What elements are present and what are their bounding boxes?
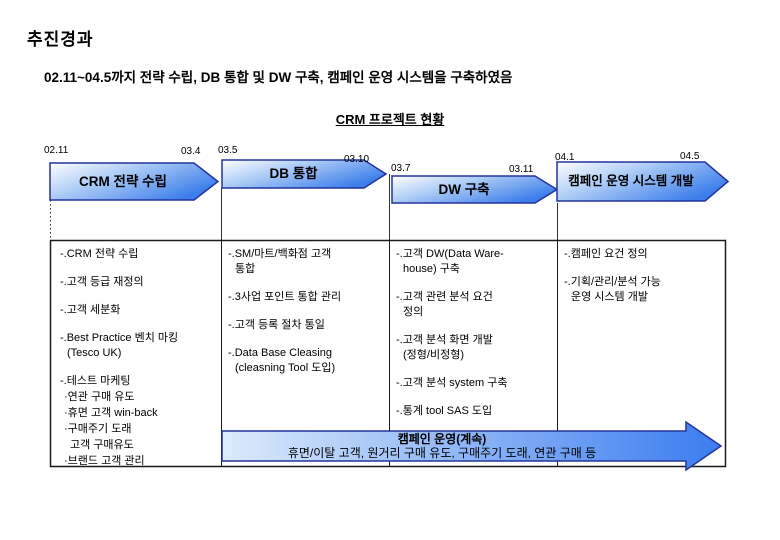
list-item: 정의 — [403, 306, 424, 318]
list-item: -.고객 분석 system 구축 — [396, 377, 508, 389]
list-item: -.고객 세분화 — [60, 304, 121, 316]
table-frame — [49, 239, 727, 468]
phase-label-db-integration: DB 통합 — [269, 166, 318, 182]
date-phase1-end: 03.4 — [181, 146, 201, 157]
list-item: -.CRM 전략 수립 — [60, 248, 139, 260]
list-item: -.캠페인 요건 정의 — [564, 248, 648, 260]
phase-label-crm-strategy: CRM 전략 수립 — [79, 173, 167, 189]
page-subtitle: 02.11~04.5까지 전략 수립, DB 통합 및 DW 구축, 캠페인 운… — [44, 70, 513, 85]
table-column-db: -.SM/마트/백화점 고객 통합 -.3사업 포인트 통합 관리 -.고객 등… — [223, 240, 387, 376]
list-item: -.고객 분석 화면 개발 — [396, 334, 493, 346]
list-item: -.고객 등록 절차 통일 — [228, 319, 325, 331]
list-item: -.고객 DW(Data Ware- — [396, 248, 504, 260]
phase-label-campaign-system: 캠페인 운영 시스템 개발 — [568, 174, 694, 189]
list-item: ·휴면 고객 win-back — [64, 407, 158, 419]
list-item: -.통계 tool SAS 도입 — [396, 405, 493, 417]
date-phase3-start: 03.7 — [391, 163, 411, 174]
list-item: -.테스트 마케팅 — [60, 375, 131, 387]
list-item: 운영 시스템 개발 — [571, 291, 648, 303]
list-item: -.고객 등급 재정의 — [60, 276, 144, 288]
phase-arrow-campaign-system — [556, 161, 730, 202]
list-item: -.기획/관리/분석 가능 — [564, 276, 661, 288]
campaign-ongoing-title: 캠페인 운영(계속) — [397, 432, 487, 446]
list-item: (cleasning Tool 도입) — [235, 362, 336, 374]
list-item: (정형/비정형) — [403, 349, 464, 361]
campaign-ongoing-arrow — [221, 420, 723, 472]
list-item: -.고객 관련 분석 요건 — [396, 291, 493, 303]
page-title: 추진경과 — [27, 30, 94, 49]
phase-arrow-dw-build — [391, 175, 559, 204]
list-item: ·구매주기 도래 — [64, 423, 132, 435]
date-phase4-end: 04.5 — [680, 151, 700, 162]
campaign-ongoing-text: 캠페인 운영(계속) 휴면/이탈 고객, 원거리 구매 유도, 구매주기 도래,… — [222, 432, 662, 460]
list-item: -.3사업 포인트 통합 관리 — [228, 291, 342, 303]
date-phase1-start: 02.11 — [44, 145, 69, 156]
section-heading: CRM 프로젝트 현황 — [335, 112, 445, 127]
list-item: ·연관 구매 유도 — [64, 391, 135, 403]
list-item: house) 구축 — [403, 263, 460, 275]
date-phase3-end: 03.11 — [509, 164, 534, 175]
list-item: (Tesco UK) — [67, 347, 122, 359]
list-item: -.SM/마트/백화점 고객 — [228, 248, 332, 260]
list-item: -.Data Base Cleasing — [228, 347, 332, 359]
table-column-strategy: -.CRM 전략 수립 -.고객 등급 재정의 -.고객 세분화 -.Best … — [52, 240, 221, 469]
phase-arrow-db-integration — [221, 159, 388, 189]
campaign-ongoing-detail: 휴면/이탈 고객, 원거리 구매 유도, 구매주기 도래, 연관 구매 등 — [287, 446, 597, 460]
list-item: ·브랜드 고객 관리 — [64, 455, 145, 467]
date-phase4-start: 04.1 — [555, 152, 575, 163]
date-phase2-end: 03.10 — [344, 154, 370, 165]
table-column-dw: -.고객 DW(Data Ware- house) 구축 -.고객 관련 분석 … — [391, 240, 555, 419]
list-item: 통합 — [235, 263, 256, 275]
list-item: 고객 구매유도 — [70, 439, 134, 451]
list-item: -.Best Practice 벤치 마킹 — [60, 332, 179, 344]
phase-label-dw-build: DW 구축 — [438, 181, 490, 197]
date-phase2-start: 03.5 — [218, 145, 238, 156]
table-column-campaign: -.캠페인 요건 정의 -.기획/관리/분석 가능 운영 시스템 개발 — [559, 240, 723, 305]
phase-arrow-crm-strategy — [49, 162, 220, 201]
